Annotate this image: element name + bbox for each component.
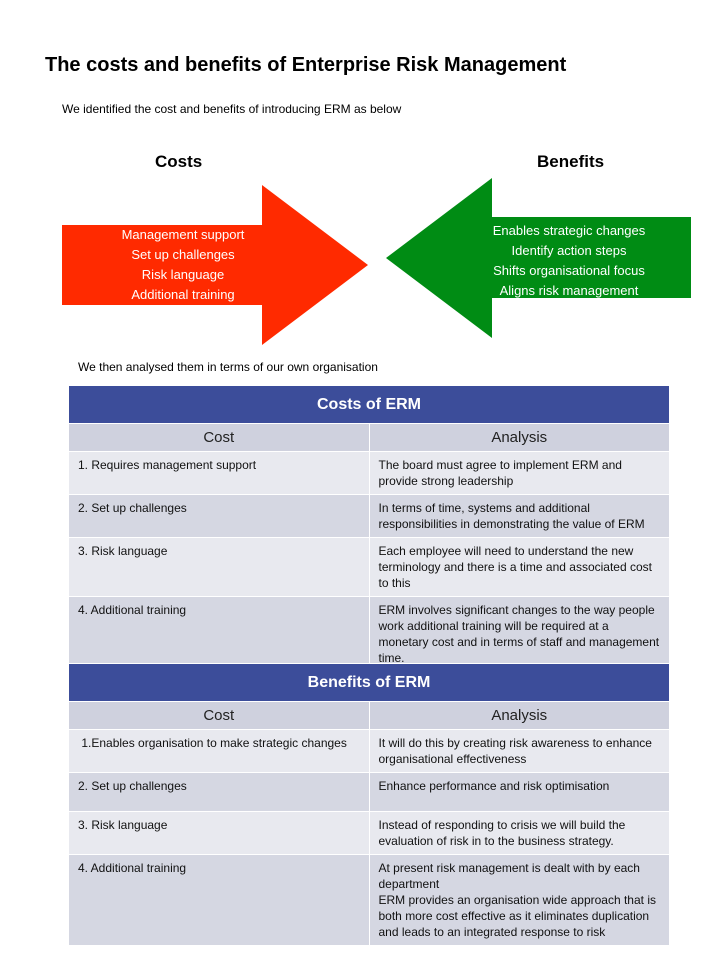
costs-heading: Costs <box>155 152 203 171</box>
benefits-arrow-item: Shifts organisational focus <box>493 263 645 278</box>
costs-col-cost-header: Cost <box>68 423 370 452</box>
analysis-line: monetary cost and in terms of staff and … <box>378 635 660 665</box>
analysis-cell: Each employee will need to understand th… <box>368 537 670 597</box>
analysis-cell: ERM involves significant changes to the … <box>368 596 670 672</box>
table-row: 1. Requires management support The board… <box>68 451 670 495</box>
table-row: 2. Set up challenges In terms of time, s… <box>68 494 670 538</box>
arrows-graphic <box>62 178 691 345</box>
table-row: 2. Set up challenges Enhance performance… <box>68 772 670 812</box>
costs-arrow-items: Management support Set up challenges Ris… <box>100 225 266 305</box>
cost-cell: 4. Additional training <box>68 596 370 672</box>
table-row: 3. Risk language Each employee will need… <box>68 537 670 597</box>
benefits-arrow-item: Enables strategic changes <box>492 223 646 238</box>
costs-arrow <box>62 185 368 345</box>
table-row: 3. Risk language Instead of responding t… <box>68 811 670 855</box>
table-row: 1.Enables organisation to make strategic… <box>68 729 670 773</box>
benefits-arrow-item: Identify action steps <box>511 243 627 258</box>
costs-arrow-item: Risk language <box>141 267 225 282</box>
analysis-cell: Instead of responding to crisis we will … <box>368 811 670 855</box>
benefits-col-analysis-header: Analysis <box>368 701 670 730</box>
costs-arrow-item: Additional training <box>131 287 235 302</box>
cost-cell: 3. Risk language <box>68 537 370 597</box>
analysis-line: ERM involves significant changes to the … <box>378 603 655 633</box>
analysis-cell: The board must agree to implement ERM an… <box>368 451 670 495</box>
cost-cell: 2. Set up challenges <box>68 494 370 538</box>
benefits-arrow <box>386 178 691 338</box>
page-title: The costs and benefits of Enterprise Ris… <box>45 54 567 76</box>
cost-cell: 3. Risk language <box>68 811 370 855</box>
analysis-cell: At present risk management is dealt with… <box>368 854 670 946</box>
intro-text: We identified the cost and benefits of i… <box>62 102 402 116</box>
cost-cell: 1.Enables organisation to make strategic… <box>68 729 370 773</box>
analysis-line: At present risk management is dealt with… <box>378 861 640 891</box>
analysis-cell: Enhance performance and risk optimisatio… <box>368 772 670 812</box>
benefits-col-cost-header: Cost <box>68 701 370 730</box>
cost-cell: 2. Set up challenges <box>68 772 370 812</box>
benefits-table: Benefits of ERM Cost Analysis 1.Enables … <box>68 663 670 946</box>
costs-col-analysis-header: Analysis <box>368 423 670 452</box>
benefits-table-title: Benefits of ERM <box>68 663 670 702</box>
cost-cell: 4. Additional training <box>68 854 370 946</box>
benefits-arrow-item: Aligns risk management <box>499 283 639 298</box>
cost-cell: 1. Requires management support <box>68 451 370 495</box>
table-row: 4. Additional training At present risk m… <box>68 854 670 946</box>
costs-table: Costs of ERM Cost Analysis 1. Requires m… <box>68 385 670 672</box>
costs-table-title: Costs of ERM <box>68 385 670 424</box>
analysis-line: ERM provides an organisation wide approa… <box>378 893 657 939</box>
table-row: 4. Additional training ERM involves sign… <box>68 596 670 672</box>
costs-arrow-item: Management support <box>121 227 245 242</box>
analysis-cell: In terms of time, systems and additional… <box>368 494 670 538</box>
costs-arrow-item: Set up challenges <box>131 247 235 262</box>
analysed-text: We then analysed them in terms of our ow… <box>78 360 378 374</box>
analysis-cell: It will do this by creating risk awarene… <box>368 729 670 773</box>
benefits-arrow-items: Enables strategic changes Identify actio… <box>480 221 658 301</box>
benefits-heading: Benefits <box>537 152 605 171</box>
